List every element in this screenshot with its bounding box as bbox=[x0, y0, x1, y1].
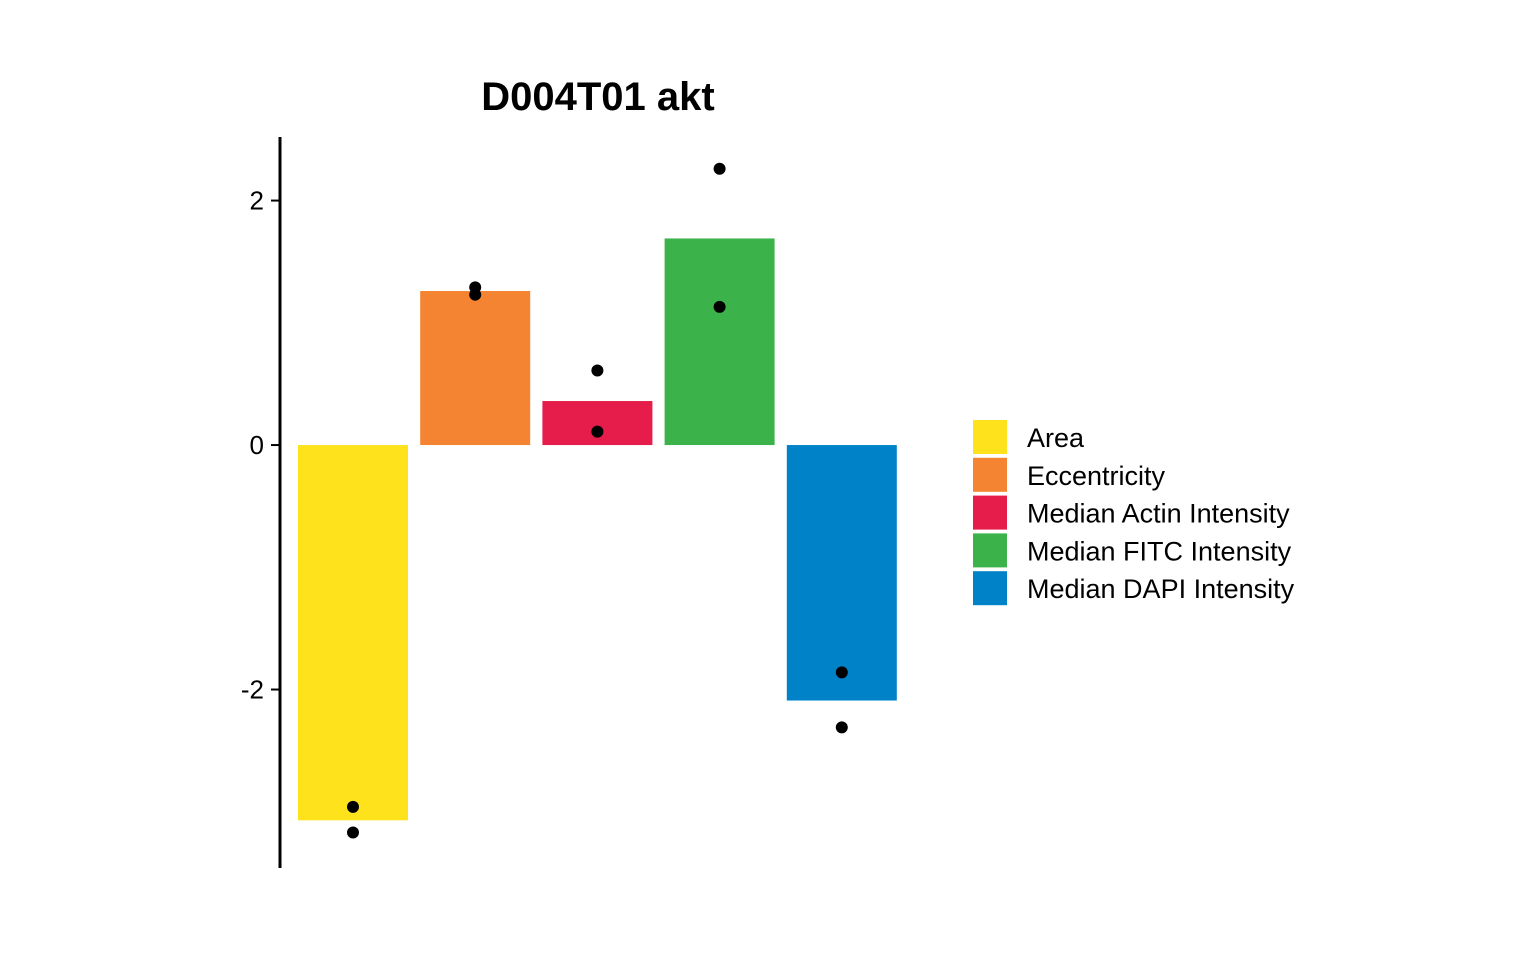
data-point bbox=[835, 721, 848, 734]
chart-title: D004T01 akt bbox=[481, 75, 714, 119]
legend-label: Area bbox=[1027, 423, 1085, 453]
data-point bbox=[347, 800, 359, 813]
data-point bbox=[591, 364, 604, 377]
legend-key bbox=[973, 495, 1007, 530]
data-point bbox=[469, 288, 482, 301]
legend-label: Median Actin Intensity bbox=[1027, 499, 1290, 529]
y-axis: 2 0 -2 bbox=[241, 137, 282, 868]
bar-median-fitc-intensity bbox=[664, 238, 775, 446]
legend-key bbox=[973, 457, 1007, 492]
legend-label: Median FITC Intensity bbox=[1027, 536, 1292, 566]
data-point bbox=[713, 162, 726, 175]
legend-key bbox=[973, 571, 1007, 606]
points-layer bbox=[347, 162, 848, 839]
bar-area bbox=[298, 445, 408, 821]
legend-key bbox=[973, 420, 1007, 454]
y-tick-label: 0 bbox=[250, 430, 264, 460]
legend-label: Eccentricity bbox=[1027, 461, 1166, 491]
data-point bbox=[713, 300, 726, 313]
bars-layer bbox=[298, 238, 897, 821]
data-point bbox=[347, 826, 359, 839]
data-point bbox=[591, 425, 604, 438]
y-tick-label: 2 bbox=[250, 186, 264, 216]
legend-label: Median DAPI Intensity bbox=[1027, 574, 1295, 604]
bar-median-actin-intensity bbox=[542, 401, 653, 446]
data-point bbox=[835, 666, 848, 679]
y-tick-label: -2 bbox=[241, 675, 264, 705]
bar-eccentricity bbox=[420, 291, 531, 446]
bar-median-dapi-intensity bbox=[786, 445, 897, 701]
legend-key bbox=[973, 533, 1007, 568]
